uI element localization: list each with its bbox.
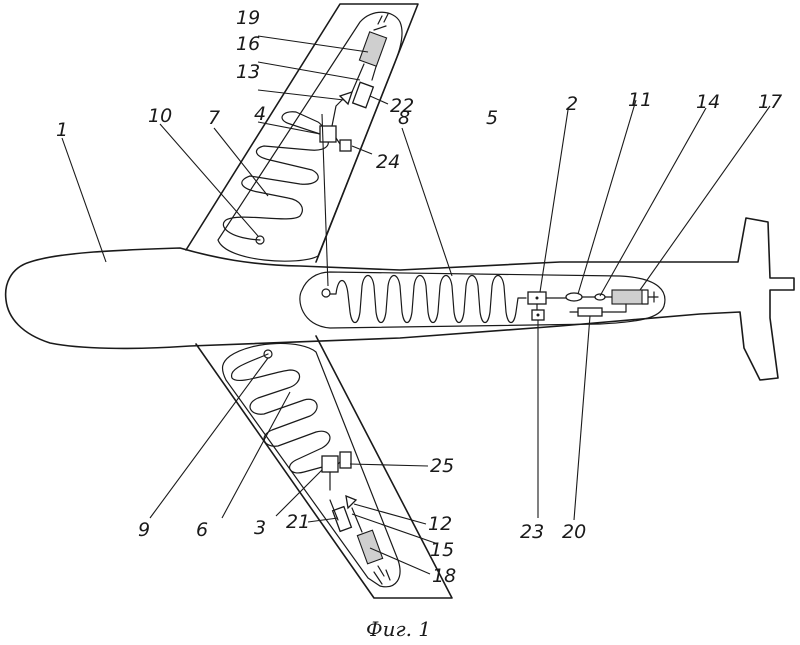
label-5: 5 (486, 107, 498, 129)
lower-wing-tank-contour (221, 342, 401, 588)
label-18: 18 (432, 565, 456, 587)
label-24: 24 (376, 151, 400, 173)
fuselage-heating-coil (329, 274, 527, 324)
label-17: 17 (758, 91, 782, 113)
lower-wing-unit-25 (339, 451, 352, 469)
fuselage-tank-contour (299, 271, 666, 329)
fuselage-heater-17-ends (641, 289, 659, 305)
label-9: 9 (138, 519, 150, 541)
lower-wing-heater-18-ends (373, 565, 391, 585)
label-15: 15 (430, 539, 454, 561)
label-23: 23 (520, 521, 544, 543)
lower-wing-heating-coil (231, 353, 331, 474)
lower-wing-outline (195, 335, 453, 599)
label-13: 13 (236, 61, 260, 83)
fuselage-unit-2-dot (535, 296, 539, 300)
label-19: 19 (236, 7, 260, 29)
label-1: 1 (56, 119, 68, 141)
lower-wing-pump-21 (331, 505, 353, 533)
label-11: 11 (628, 89, 652, 111)
lower-wing-cone-12 (345, 494, 358, 510)
label-4: 4 (254, 103, 266, 125)
upper-wing-coil-start-marker (255, 235, 265, 245)
fuselage-unit-20 (577, 307, 603, 317)
fuselage-heater-17 (611, 289, 643, 305)
label-12: 12 (428, 513, 452, 535)
upper-wing-heater-19 (358, 31, 388, 67)
upper-wing-unit-link (331, 99, 343, 145)
leader-lines (61, 35, 771, 575)
reference-labels: 1 10 7 4 8 5 2 11 14 17 19 16 13 22 24 2… (56, 7, 782, 587)
label-10: 10 (148, 105, 172, 127)
upper-wing-pump-22 (351, 81, 375, 109)
label-6: 6 (196, 519, 208, 541)
label-14: 14 (696, 91, 720, 113)
lower-wing-feed-line (329, 499, 363, 533)
label-21: 21 (286, 511, 310, 533)
label-20: 20 (562, 521, 586, 543)
lower-wing-unit-3 (321, 455, 339, 473)
fuselage-unit-20-line (569, 303, 627, 313)
fuselage-valve-11 (565, 292, 583, 302)
figure-caption: Фиг. 1 (366, 617, 431, 641)
fuselage-unit-link (536, 297, 567, 311)
label-22: 22 (390, 95, 414, 117)
label-2: 2 (566, 93, 578, 115)
fuselage-valve-14 (594, 293, 606, 301)
label-3: 3 (254, 517, 266, 539)
fuselage-outline (4, 217, 795, 381)
lower-wing-heater-18 (356, 529, 384, 565)
fuselage-coil-start-marker (321, 288, 331, 298)
label-25: 25 (430, 455, 454, 477)
label-8: 8 (398, 107, 410, 129)
upper-wing-tank-contour (217, 11, 403, 262)
upper-wing-unit-24 (339, 139, 352, 152)
upper-wing-heater-19-ends (373, 13, 389, 31)
lower-wing-unit-link (329, 461, 341, 491)
fuselage-unit-23-dot (536, 313, 540, 317)
label-16: 16 (236, 33, 260, 55)
label-7: 7 (208, 107, 220, 129)
upper-wing-heating-coil (222, 111, 333, 241)
upper-wing-cone-13 (338, 90, 354, 106)
